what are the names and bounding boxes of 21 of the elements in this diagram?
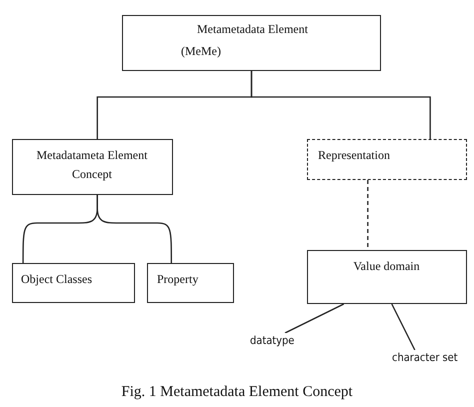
- box-label: Representation: [318, 148, 390, 163]
- box-label: (MeMe): [181, 44, 221, 59]
- box-label: Object Classes: [21, 272, 92, 287]
- dashed-connector: [367, 180, 368, 250]
- concept-box: [12, 263, 135, 303]
- box-label: Metametadata Element: [196, 22, 309, 37]
- box-label: Metadatameta Element Concept: [36, 147, 148, 184]
- box-label: Value domain: [352, 259, 421, 274]
- concept-box: [147, 263, 234, 303]
- concept-box: [122, 15, 381, 71]
- dashed-box: [307, 139, 467, 180]
- box-label: Property: [157, 272, 198, 287]
- connector-line: [96, 195, 172, 263]
- attribute-label: character set: [392, 351, 458, 364]
- concept-box: [307, 250, 467, 304]
- connector-line: [284, 303, 344, 334]
- figure-caption: Fig. 1 Metametadata Element Concept: [120, 384, 354, 401]
- connector-line: [250, 71, 431, 139]
- connector-line: [391, 304, 416, 350]
- attribute-label: datatype: [250, 334, 294, 347]
- concept-box: [12, 139, 173, 195]
